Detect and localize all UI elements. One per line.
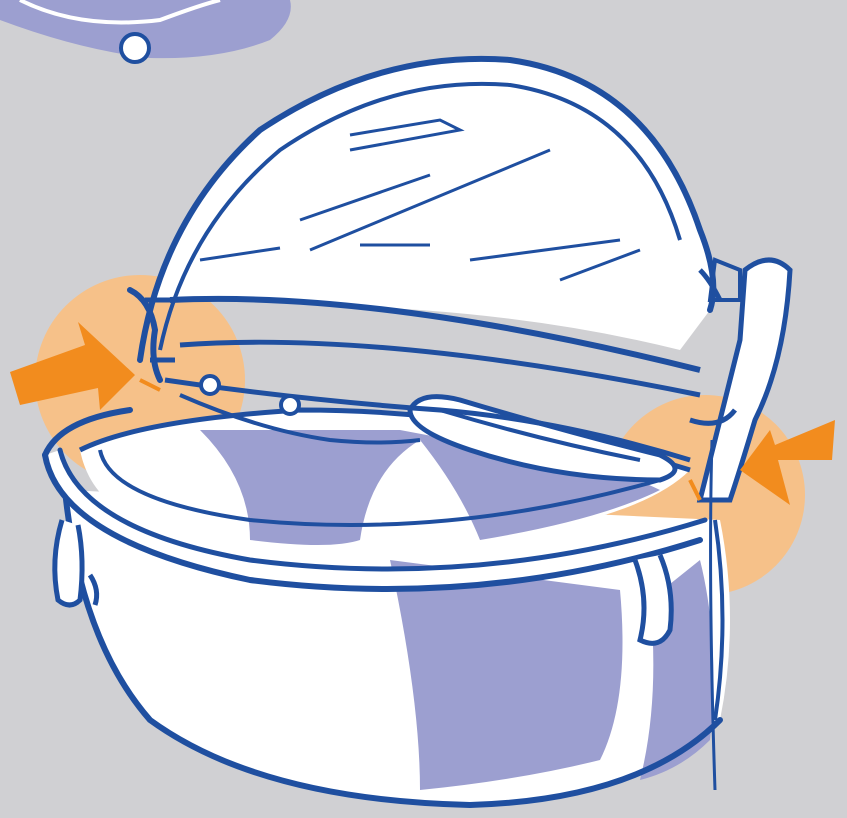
illustration-canvas (0, 0, 847, 818)
